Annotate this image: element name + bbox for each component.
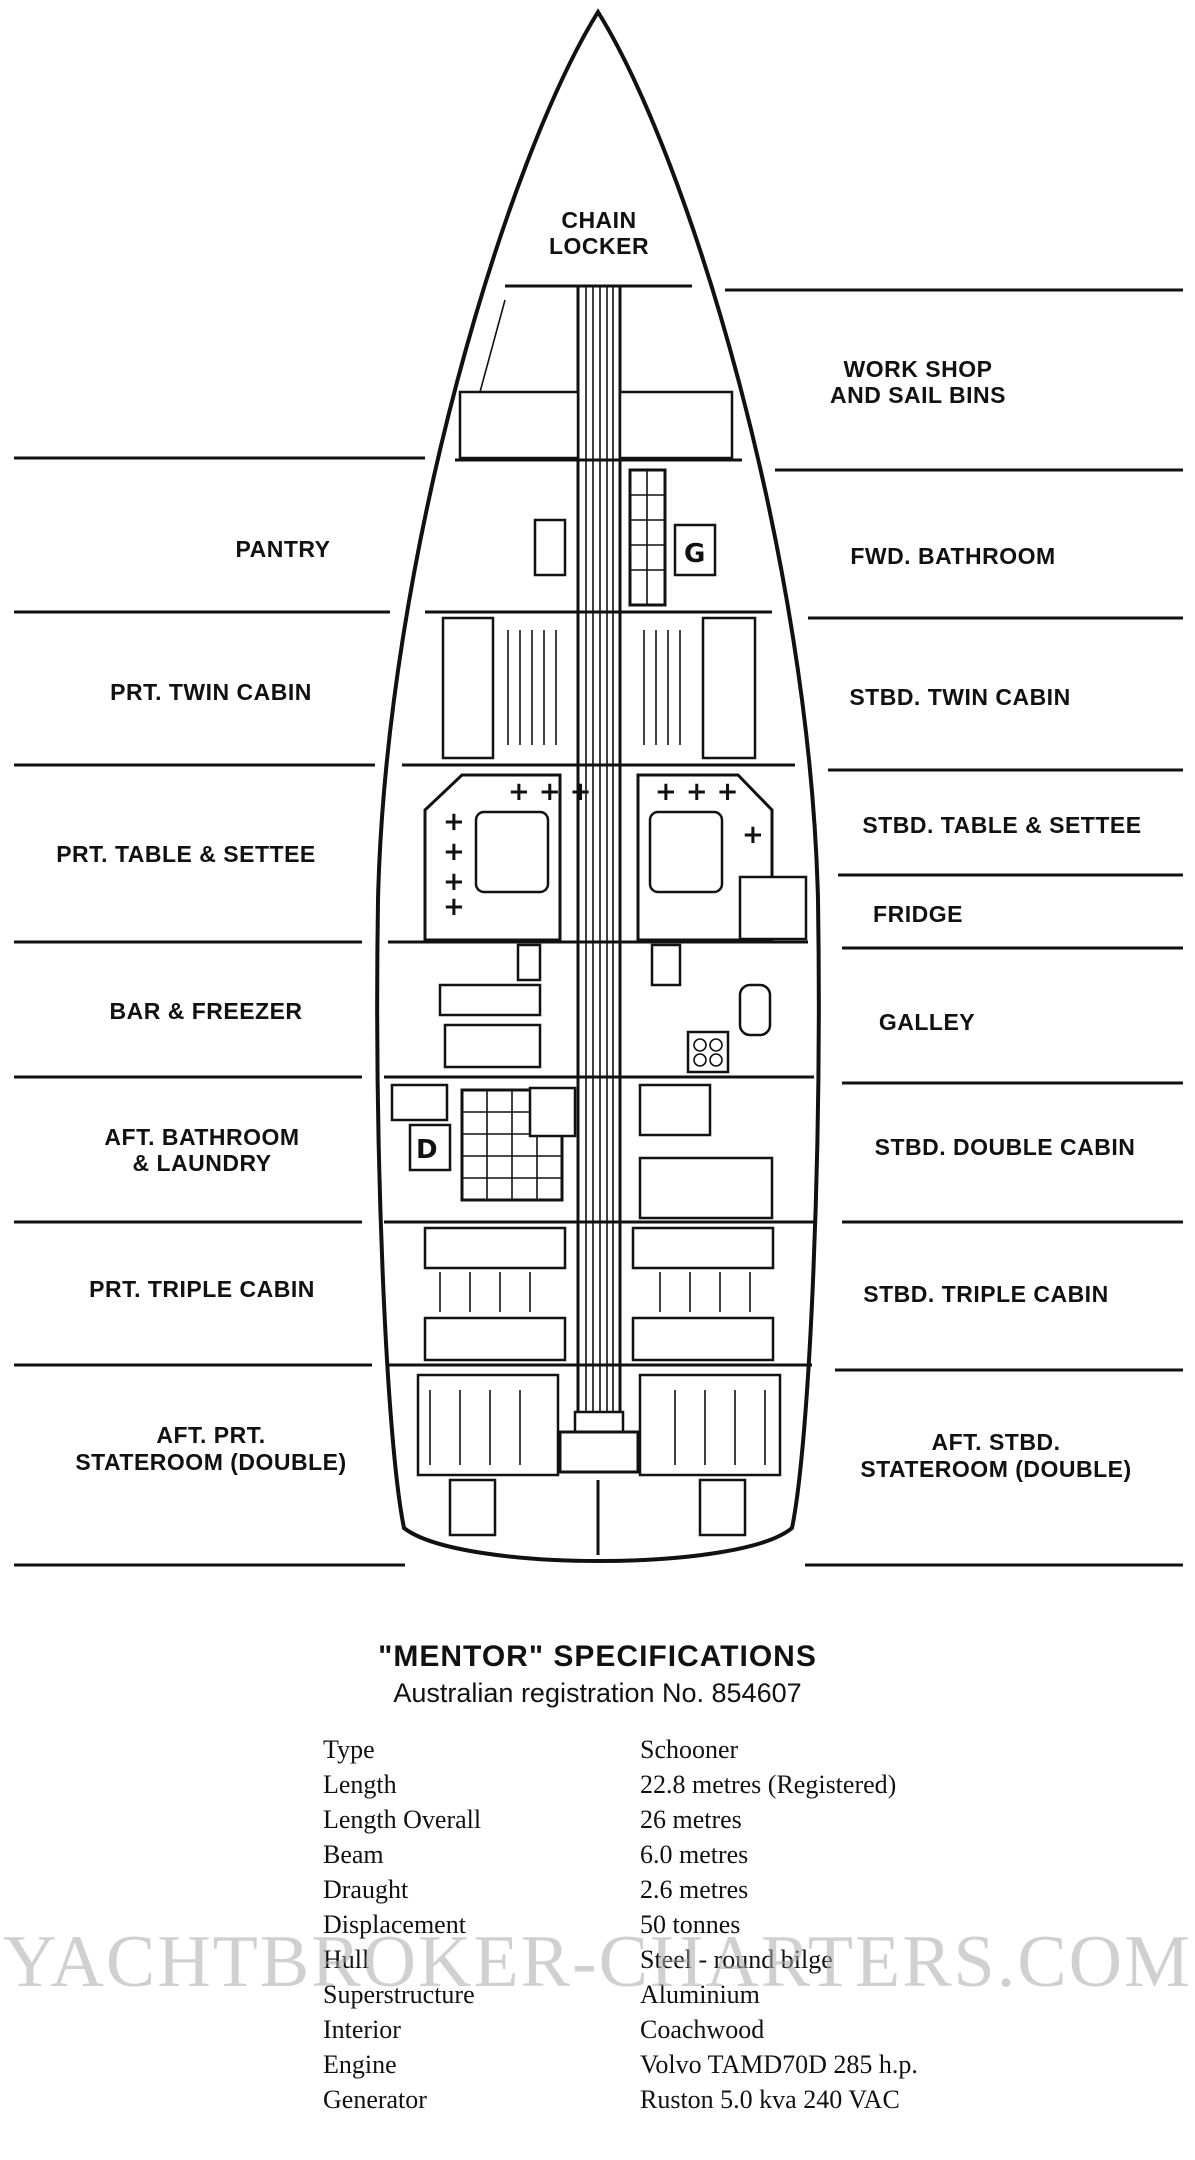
- spec-value: 2.6 metres: [640, 1875, 749, 1904]
- specifications-title: "MENTOR" SPECIFICATIONS: [378, 1640, 817, 1673]
- fwd-bathroom-fixtures: G: [533, 468, 717, 607]
- spec-row: Interior Coachwood: [0, 2015, 1195, 2050]
- spec-key: Length Overall: [323, 1805, 482, 1834]
- spec-key: Interior: [323, 2015, 401, 2044]
- spec-value: 6.0 metres: [640, 1840, 749, 1869]
- fwd-bath-fixture-symbol: G: [684, 539, 705, 569]
- label-stbd-table-settee: STBD. TABLE & SETTEE: [862, 812, 1141, 838]
- label-aft-stbd-stateroom-1: AFT. STBD.: [932, 1429, 1061, 1455]
- svg-text:+: +: [443, 837, 465, 867]
- spec-row: Beam 6.0 metres: [0, 1840, 1195, 1875]
- spec-key: Hull: [323, 1945, 370, 1974]
- spec-row: Generator Ruston 5.0 kva 240 VAC: [0, 2085, 1195, 2120]
- label-prt-triple-cabin: PRT. TRIPLE CABIN: [89, 1276, 315, 1302]
- spec-row: Length 22.8 metres (Registered): [0, 1770, 1195, 1805]
- spec-key: Superstructure: [323, 1980, 475, 2009]
- aft-stateroom-furniture: [416, 1373, 782, 1537]
- label-stbd-twin-cabin: STBD. TWIN CABIN: [849, 684, 1070, 710]
- spec-value: Aluminium: [640, 1980, 760, 2009]
- label-aft-prt-stateroom-1: AFT. PRT.: [156, 1422, 265, 1448]
- spec-row: Superstructure Aluminium: [0, 1980, 1195, 2015]
- spec-row: Displacement 50 tonnes: [0, 1910, 1195, 1945]
- spec-key: Beam: [323, 1840, 384, 1869]
- label-aft-prt-stateroom-2: STATEROOM (DOUBLE): [75, 1449, 346, 1475]
- label-prt-twin-cabin: PRT. TWIN CABIN: [110, 679, 312, 705]
- spec-row: Length Overall 26 metres: [0, 1805, 1195, 1840]
- bulkheads: [384, 458, 814, 1555]
- label-fridge: FRIDGE: [873, 901, 963, 927]
- svg-text:+: +: [443, 807, 465, 837]
- aft-bath-fixture-symbol: D: [416, 1135, 438, 1165]
- label-chain-locker-1: CHAIN: [561, 207, 636, 233]
- spec-key: Draught: [323, 1875, 409, 1904]
- bar-and-galley: [438, 943, 772, 1074]
- spec-value: Coachwood: [640, 2015, 765, 2044]
- label-work-shop-1: WORK SHOP: [844, 356, 993, 382]
- aft-bathroom-fixtures: D: [390, 1083, 774, 1220]
- registration-number: Australian registration No. 854607: [393, 1678, 802, 1708]
- svg-text:+: +: [443, 867, 465, 897]
- spec-value: Schooner: [640, 1735, 739, 1764]
- spec-value: 22.8 metres (Registered): [640, 1770, 897, 1799]
- saloon-settees: + + + + + + + + + + +: [423, 773, 808, 942]
- spec-value: Ruston 5.0 kva 240 VAC: [640, 2085, 900, 2114]
- label-fwd-bathroom: FWD. BATHROOM: [850, 543, 1055, 569]
- label-bar-freezer: BAR & FREEZER: [109, 998, 302, 1024]
- svg-text:+ + +: + + +: [655, 777, 738, 807]
- spec-value: Volvo TAMD70D 285 h.p.: [640, 2050, 918, 2079]
- label-stbd-double-cabin: STBD. DOUBLE CABIN: [875, 1134, 1136, 1160]
- label-aft-bathroom-2: & LAUNDRY: [132, 1150, 271, 1176]
- spec-row: Engine Volvo TAMD70D 285 h.p.: [0, 2050, 1195, 2085]
- label-pantry: PANTRY: [236, 536, 331, 562]
- spec-key: Type: [323, 1735, 375, 1764]
- spec-row: Hull Steel - round bilge: [0, 1945, 1195, 1980]
- spec-key: Length: [323, 1770, 397, 1799]
- specifications-section: "MENTOR" SPECIFICATIONS Australian regis…: [0, 1640, 1195, 2120]
- spec-row: Draught 2.6 metres: [0, 1875, 1195, 1910]
- spec-row: Type Schooner: [0, 1735, 1195, 1770]
- svg-text:+: +: [443, 892, 465, 922]
- spec-key: Generator: [323, 2085, 427, 2114]
- spec-value: Steel - round bilge: [640, 1945, 833, 1974]
- label-galley: GALLEY: [879, 1009, 975, 1035]
- central-companionway: [558, 284, 640, 1474]
- spec-value: 26 metres: [640, 1805, 742, 1834]
- leader-lines: [14, 288, 1183, 1567]
- label-work-shop-2: AND SAIL BINS: [830, 382, 1006, 408]
- spec-key: Displacement: [323, 1910, 466, 1939]
- triple-cabin-bunks: [423, 1226, 775, 1362]
- label-prt-table-settee: PRT. TABLE & SETTEE: [56, 841, 316, 867]
- twin-cabin-bunks: [441, 616, 757, 760]
- compartment-labels: CHAIN LOCKER WORK SHOP AND SAIL BINS PAN…: [56, 207, 1141, 1482]
- svg-text:+ + +: + + +: [508, 777, 591, 807]
- label-aft-bathroom-1: AFT. BATHROOM: [104, 1124, 299, 1150]
- label-chain-locker-2: LOCKER: [549, 233, 649, 259]
- label-stbd-triple-cabin: STBD. TRIPLE CABIN: [863, 1281, 1108, 1307]
- spec-value: 50 tonnes: [640, 1910, 741, 1939]
- label-aft-stbd-stateroom-2: STATEROOM (DOUBLE): [860, 1456, 1131, 1482]
- deck-plan-diagram: G + + + + + + + + + + +: [14, 8, 1183, 1567]
- spec-key: Engine: [323, 2050, 397, 2079]
- svg-text:+: +: [742, 820, 764, 850]
